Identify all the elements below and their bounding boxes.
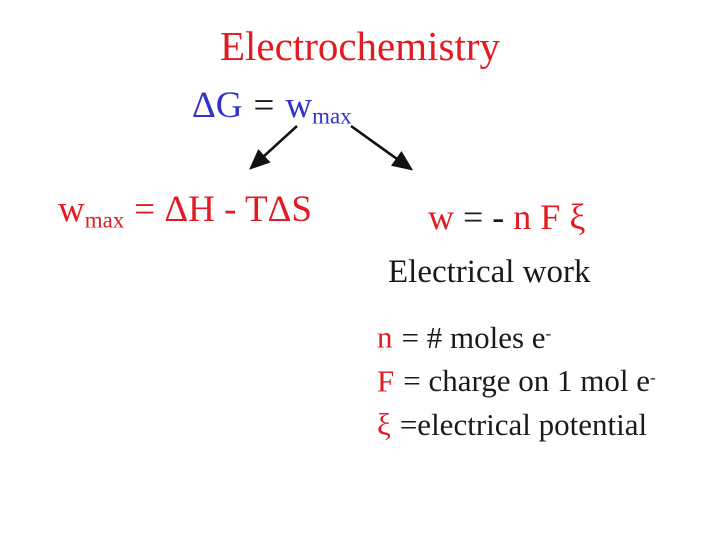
definition-text: =electrical potential xyxy=(399,406,648,442)
equals-sign: = xyxy=(253,85,275,126)
definition-xi: ξ=electrical potential xyxy=(377,401,656,445)
main-equation: ΔG=wmax xyxy=(192,84,352,129)
equals-minus: = - xyxy=(463,197,505,237)
symbol-definitions: n= # moles e- F= charge on 1 mol e- ξ=el… xyxy=(377,314,656,445)
equation-rhs: = ΔH - TΔS xyxy=(134,189,312,230)
w-term: w xyxy=(428,197,454,237)
w-subscript: max xyxy=(312,103,352,129)
enthalpy-entropy-equation: wmax = ΔH - TΔS xyxy=(58,188,312,233)
arrow-to-right-equation xyxy=(350,124,414,171)
electrical-work-equation: w= -n F ξ xyxy=(428,196,585,238)
definition-text: = # moles e xyxy=(401,319,546,355)
electrical-work-label: Electrical work xyxy=(388,254,591,290)
w-subscript: max xyxy=(84,207,125,233)
w-base: w xyxy=(58,189,85,230)
symbol-n: n xyxy=(377,319,393,355)
w-base: w xyxy=(285,85,313,126)
delta-g-term: ΔG xyxy=(192,85,243,126)
symbol-f: F xyxy=(377,363,395,399)
symbol-xi: ξ xyxy=(377,406,391,442)
definition-n: n= # moles e- xyxy=(377,314,656,358)
superscript-minus: - xyxy=(650,367,656,387)
definition-f: F= charge on 1 mol e- xyxy=(377,358,656,402)
slide-title: Electrochemistry xyxy=(219,23,501,69)
branch-arrows xyxy=(249,124,414,171)
definition-text: = charge on 1 mol e xyxy=(403,363,651,399)
nfxi-term: n F ξ xyxy=(513,197,586,237)
arrow-to-left-equation xyxy=(249,125,298,170)
superscript-minus: - xyxy=(545,324,552,343)
w-max-term: wmax xyxy=(285,85,352,129)
